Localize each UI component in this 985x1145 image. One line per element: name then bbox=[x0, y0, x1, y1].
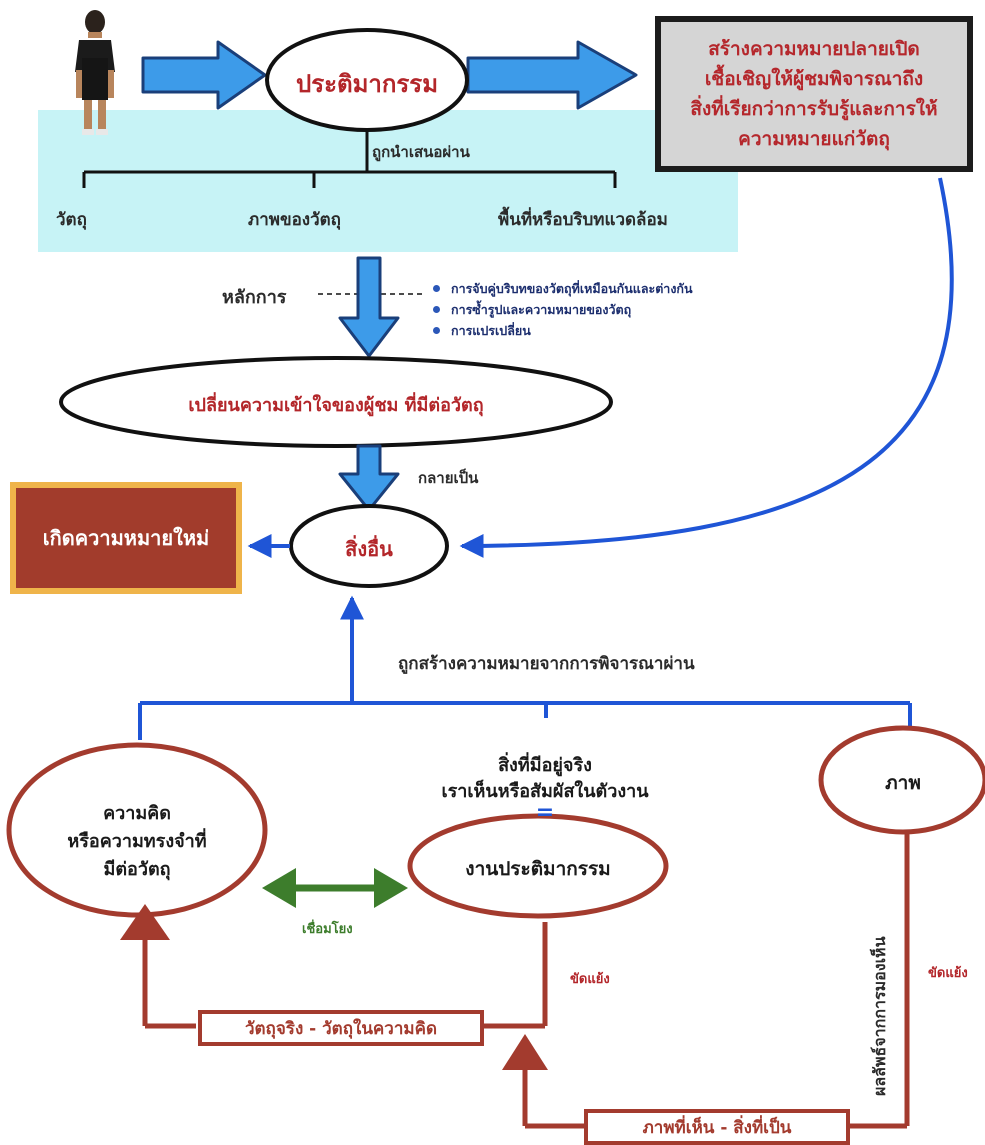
branch-space-context: พื้นที่หรือบริบทแวดล้อม bbox=[498, 210, 668, 230]
becomes-label: กลายเป็น bbox=[418, 469, 479, 487]
real-vs-idea-box: วัตถุจริง - วัตถุในความคิด bbox=[198, 1010, 484, 1046]
thought-up-arrow bbox=[120, 904, 170, 940]
open-meaning-box: สร้างความหมายปลายเปิด เชื้อเชิญให้ผู้ชมพ… bbox=[655, 16, 973, 172]
thought-line-3: มีต่อวัตถุ bbox=[103, 859, 171, 880]
real-thing-line-1: สิ่งที่มีอยู่จริง bbox=[498, 755, 592, 776]
visual-effect-label: ผลลัพธ์จากการมองเห็น bbox=[870, 936, 889, 1096]
image-label: ภาพ bbox=[885, 772, 921, 794]
open-meaning-line-2: เชื้อเชิญให้ผู้ชมพิจารณาถึง bbox=[704, 68, 924, 90]
real-thing-line-2: เราเห็นหรือสัมผัสในตัวงาน bbox=[441, 781, 649, 802]
principle-item: การแปรเปลี่ยน bbox=[433, 320, 693, 341]
conflict-label-middle: ขัดแย้ง bbox=[570, 972, 610, 987]
other-thing-ellipse bbox=[289, 504, 449, 588]
connect-arrow bbox=[262, 868, 408, 908]
consideration-bracket bbox=[138, 595, 912, 740]
seen-vs-is-label: ภาพที่เห็น - สิ่งที่เป็น bbox=[642, 1117, 792, 1138]
open-meaning-curve bbox=[459, 177, 954, 558]
equals-sign: = bbox=[535, 800, 555, 825]
presented-through-label: ถูกนำเสนอผ่าน bbox=[372, 143, 470, 161]
thought-line-1: ความคิด bbox=[103, 803, 171, 824]
person-figure bbox=[75, 10, 115, 135]
real-up-arrow bbox=[502, 1034, 548, 1070]
thought-ellipse bbox=[6, 742, 268, 918]
thought-line-2: หรือความทรงจำที่ bbox=[67, 831, 207, 852]
arrow-to-open-meaning bbox=[466, 40, 638, 110]
other-thing-label: สิ่งอื่น bbox=[345, 537, 393, 561]
principles-label: หลักการ bbox=[222, 287, 287, 308]
sculpture-label: ประติมากรรม bbox=[295, 70, 439, 98]
constructed-through-label: ถูกสร้างความหมายจากการพิจารณาผ่าน bbox=[398, 654, 695, 674]
sculpture-work-label: งานประติมากรรม bbox=[465, 858, 611, 880]
real-vs-idea-label: วัตถุจริง - วัตถุในความคิด bbox=[244, 1018, 438, 1039]
conflict-connectors bbox=[142, 834, 910, 1129]
open-meaning-line-3: สิ่งที่เรียกว่าการรับรู้และการให้ bbox=[690, 98, 938, 120]
open-meaning-line-4: ความหมายแก่วัตถุ bbox=[738, 128, 890, 150]
new-meaning-label: เกิดความหมายใหม่ bbox=[42, 526, 210, 550]
principle-item: การจับคู่บริบทของวัตถุที่เหมือนกันและต่า… bbox=[433, 278, 693, 299]
change-understanding-label: เปลี่ยนความเข้าใจของผู้ชม ที่มีต่อวัตถุ bbox=[188, 395, 484, 416]
new-meaning-box: เกิดความหมายใหม่ bbox=[10, 482, 242, 594]
arrow-to-other-thing bbox=[338, 444, 400, 512]
connect-label: เชื่อมโยง bbox=[302, 922, 353, 937]
seen-vs-is-box: ภาพที่เห็น - สิ่งที่เป็น bbox=[584, 1109, 850, 1145]
sculpture-work-ellipse bbox=[407, 813, 669, 919]
branch-object-image: ภาพของวัตถุ bbox=[248, 210, 341, 230]
arrow-to-change bbox=[338, 256, 400, 358]
image-ellipse bbox=[818, 725, 985, 835]
conflict-label-right: ขัดแย้ง bbox=[928, 966, 968, 981]
principle-item: การซ้ำรูปและความหมายของวัตถุ bbox=[433, 299, 693, 320]
branch-object: วัตถุ bbox=[56, 210, 87, 230]
principles-list: การจับคู่บริบทของวัตถุที่เหมือนกันและต่า… bbox=[433, 278, 693, 341]
change-ellipse bbox=[59, 356, 613, 448]
arrow-to-sculpture bbox=[141, 40, 267, 110]
presentation-branches bbox=[82, 130, 617, 188]
presentation-panel bbox=[38, 110, 738, 252]
open-meaning-line-1: สร้างความหมายปลายเปิด bbox=[708, 38, 920, 60]
